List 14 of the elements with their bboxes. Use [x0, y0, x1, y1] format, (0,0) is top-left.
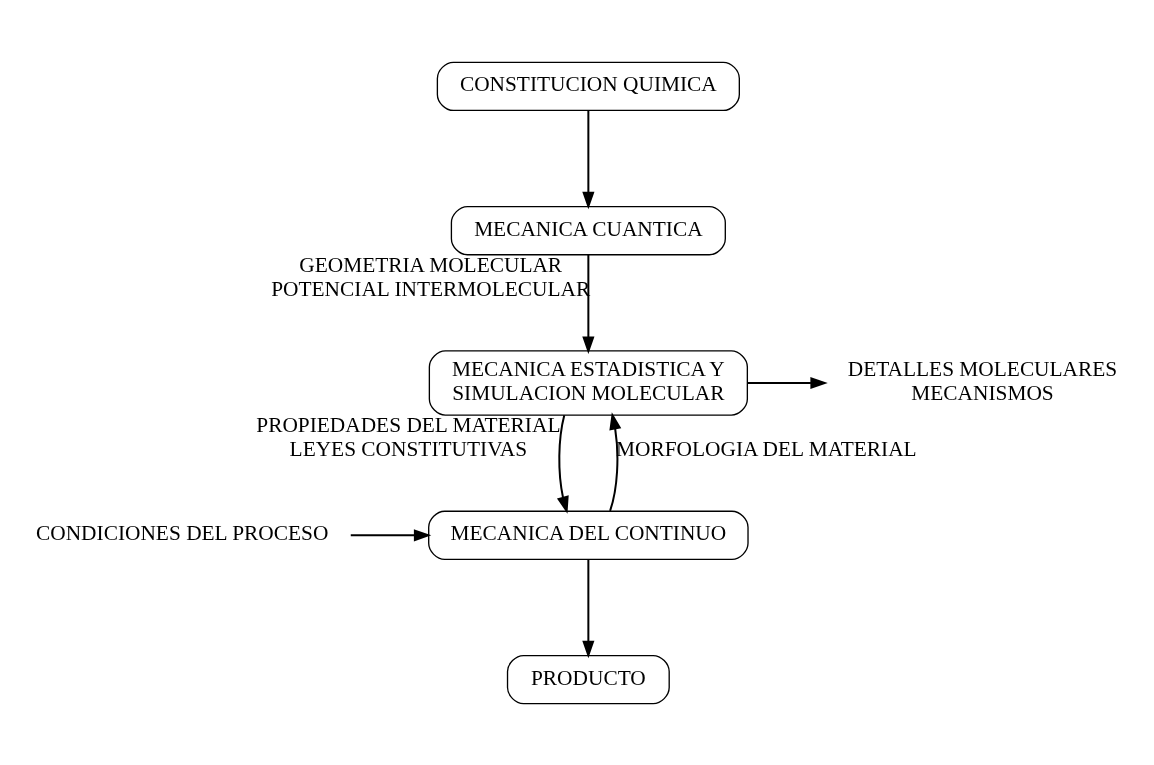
node-box: PRODUCTO — [506, 654, 670, 704]
arrow — [349, 528, 432, 541]
node-box: CONSTITUCION QUIMICA — [436, 61, 740, 111]
arrow — [582, 557, 595, 658]
node-text: DETALLES MOLECULARES MECANISMOS — [847, 356, 1118, 405]
node-box: MECANICA ESTADISTICA Y SIMULACION MOLECULAR — [428, 349, 748, 416]
arrow — [582, 253, 595, 354]
arrow — [556, 413, 569, 514]
node-box: MECANICA DEL CONTINUO — [428, 510, 749, 560]
arrow — [746, 376, 828, 389]
node-box: MECANICA CUANTICA — [450, 205, 726, 255]
node-text: CONDICIONES DEL PROCESO — [36, 520, 329, 545]
arrow — [609, 411, 622, 512]
arrow — [582, 109, 595, 209]
